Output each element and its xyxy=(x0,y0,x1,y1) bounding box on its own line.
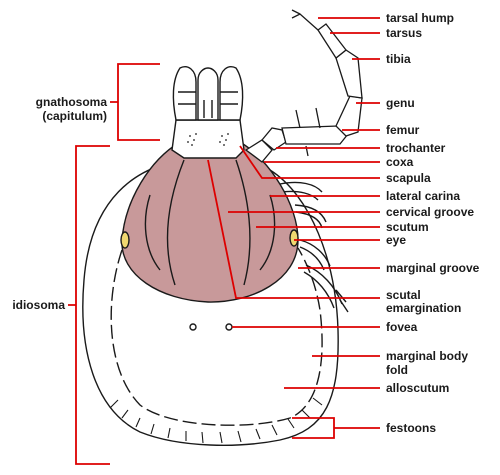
label-tibia: tibia xyxy=(386,52,411,66)
cervical-groove-left xyxy=(166,159,185,286)
marginal-groove-line xyxy=(110,247,323,426)
festoons-row xyxy=(109,397,323,444)
label-gnathosoma: gnathosoma xyxy=(36,95,108,109)
cervical-groove-right xyxy=(235,159,251,286)
leg-femur-segment xyxy=(281,125,349,145)
label-eye: eye xyxy=(386,233,406,247)
tick-body xyxy=(82,141,349,446)
fovea-right xyxy=(225,323,233,331)
label-festoons: festoons xyxy=(386,421,436,435)
label-genu: genu xyxy=(386,96,415,110)
lateral-carina-right xyxy=(259,194,276,271)
basis-pores xyxy=(187,133,229,146)
eye-right xyxy=(289,229,299,247)
label-trochanter: trochanter xyxy=(386,141,446,155)
leg-tarsus-segment xyxy=(317,23,347,59)
label-marginal-groove: marginal groove xyxy=(386,261,480,275)
label-tarsus: tarsus xyxy=(386,26,422,40)
label-coxa: coxa xyxy=(386,155,414,169)
label-scutal: scutal xyxy=(386,288,421,302)
label-emargination: emargination xyxy=(386,301,461,315)
label-fold: fold xyxy=(386,363,408,377)
label-cervical-groove: cervical groove xyxy=(386,205,474,219)
label-femur: femur xyxy=(386,123,420,137)
label-marginal-body: marginal body xyxy=(386,349,468,363)
label-fovea: fovea xyxy=(386,320,418,334)
eye-left xyxy=(120,231,130,249)
leader-lines xyxy=(207,17,380,439)
label-capitulum: (capitulum) xyxy=(42,109,107,123)
idiosoma-bracket xyxy=(68,145,110,465)
capitulum xyxy=(171,66,245,159)
label-scutum: scutum xyxy=(386,220,429,234)
leg-one xyxy=(244,9,363,163)
label-idiosoma: idiosoma xyxy=(12,298,65,312)
label-tarsal-hump: tarsal hump xyxy=(386,11,454,25)
label-alloscutum: alloscutum xyxy=(386,381,449,395)
palp-left xyxy=(172,66,197,121)
leg-genu-segment xyxy=(335,95,363,137)
left-brackets xyxy=(68,63,160,465)
labels: tarsal hump tarsus tibia genu femur troc… xyxy=(12,11,479,435)
lateral-carina-left xyxy=(144,194,161,271)
leg-tibia-segment xyxy=(335,49,363,99)
basis-capituli xyxy=(171,119,245,159)
leg-coxa-segment xyxy=(244,139,273,163)
fovea-left xyxy=(189,323,197,331)
label-scapula: scapula xyxy=(386,171,431,185)
leg-tarsal-hump-segment xyxy=(291,9,319,31)
gnathosoma-bracket xyxy=(110,63,160,141)
idiosoma-outline xyxy=(82,157,339,446)
hypostome xyxy=(197,67,219,121)
label-lateral-carina: lateral carina xyxy=(386,189,460,203)
palp-right xyxy=(219,66,244,121)
